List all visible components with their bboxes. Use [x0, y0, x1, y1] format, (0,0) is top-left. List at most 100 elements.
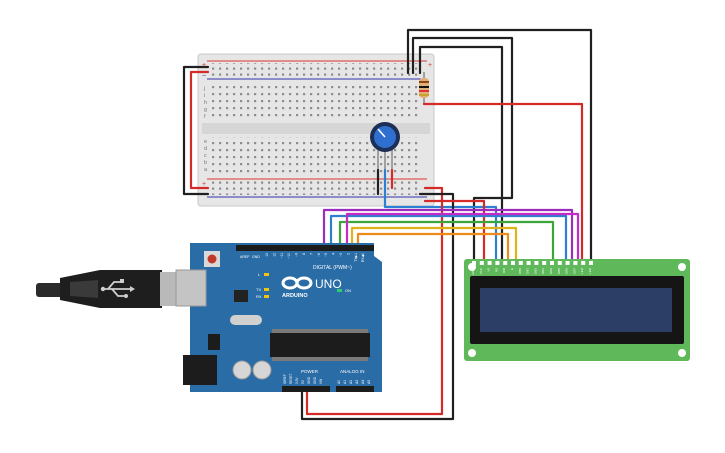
power-pin-label: GND	[313, 376, 317, 384]
rail-plus-sign-top-right: +	[428, 62, 432, 69]
digital-pin-label: RX◀0	[361, 253, 365, 262]
power-pin-label: RESET	[289, 373, 293, 384]
lcd-pin[interactable]	[479, 261, 484, 265]
usb-cable-strain-relief	[36, 283, 66, 297]
digital-pin-label: ~5	[324, 253, 328, 257]
lcd-mount-hole-tr	[678, 263, 686, 271]
rx-led-label: RX	[256, 294, 262, 299]
lcd-pin[interactable]	[550, 261, 554, 265]
power-pin-label: IOREF	[283, 374, 287, 384]
lcd-mount-hole-bl	[468, 349, 476, 357]
lcd-pin[interactable]	[503, 261, 508, 265]
usb-plug-grip	[70, 280, 98, 298]
lcd-pin[interactable]	[589, 261, 593, 265]
digital-pin-label: ~6	[317, 253, 321, 257]
row-letter-g: g	[204, 107, 207, 113]
wire-left-gnd-rail-link	[182, 65, 210, 196]
reset-button-cap[interactable]	[207, 254, 217, 264]
lcd-pin[interactable]	[487, 261, 492, 265]
top-terminal-strip	[212, 84, 422, 120]
l-led-label: L	[258, 272, 261, 277]
row-letter-i: i	[204, 93, 205, 99]
row-letter-h: h	[204, 100, 207, 106]
wire-d3-db6	[350, 226, 518, 264]
lcd-mount-hole-br	[678, 349, 686, 357]
rail-minus-sign-top: −	[202, 73, 206, 80]
lcd-pin-label: RS	[494, 268, 498, 272]
bottom-power-rail	[212, 181, 422, 195]
wire-d11-e	[329, 214, 568, 264]
wire-d5-db4	[338, 220, 555, 264]
lcd-pin[interactable]	[534, 261, 539, 265]
wire-5v-to-arduino	[305, 186, 444, 416]
on-led	[337, 289, 342, 292]
digital-pin-label: ~3	[339, 253, 343, 257]
on-led-label: ON	[345, 288, 351, 293]
row-letter-j: j	[203, 86, 205, 92]
digital-pin-label: ~11	[280, 253, 284, 259]
power-label: POWER	[301, 369, 319, 374]
lcd-pin-label: DB3	[541, 268, 545, 274]
capacitor-2	[252, 360, 272, 380]
wire-d4-db5	[345, 212, 580, 264]
power-header	[282, 386, 330, 392]
crystal	[230, 315, 262, 325]
wire-d12-rs	[322, 208, 574, 264]
digital-header	[236, 245, 374, 251]
chip-pins-bottom	[272, 357, 368, 361]
lcd-pin[interactable]	[542, 261, 547, 265]
wire-left-5v-rail-link	[189, 70, 210, 190]
aref-label: AREF	[240, 255, 250, 259]
analog-pin-label: A4	[361, 380, 365, 384]
lcd-pin-label: DB1	[526, 268, 530, 274]
arduino-logo-icon	[281, 276, 313, 290]
analog-header	[336, 386, 374, 392]
center-trench	[202, 123, 430, 134]
row-letter-b: b	[204, 160, 207, 166]
power-jack	[183, 355, 217, 385]
row-letter-d: d	[204, 146, 207, 152]
potentiometer[interactable]	[370, 122, 400, 170]
lcd-pin[interactable]	[573, 261, 578, 265]
lcd-pin[interactable]	[526, 261, 531, 265]
lcd-pin[interactable]	[518, 261, 523, 265]
lcd-screen	[480, 288, 672, 332]
lcd-pin-label: DB5	[557, 268, 561, 274]
lcd-pin[interactable]	[472, 261, 476, 265]
lcd-pin[interactable]	[511, 261, 515, 265]
analog-pin-label: A5	[367, 380, 371, 384]
digital-pin-label: ~9	[295, 253, 299, 257]
digital-pin-label: 2	[346, 253, 350, 255]
digital-pin-label: 13	[265, 253, 269, 257]
uno-logo-text: UNO	[315, 277, 342, 291]
lcd-pin-label: V0	[487, 268, 491, 272]
row-letter-c: c	[204, 153, 207, 159]
digital-label: DIGITAL (PWM~)	[313, 265, 352, 271]
analog-in-label: ANALOG IN	[340, 369, 365, 374]
row-letter-a: a	[204, 167, 208, 173]
analog-pin-label: A1	[343, 380, 347, 384]
arduino-uno[interactable]: AREF GND DIGITAL (PWM~) UNO ARDUINO L TX…	[175, 243, 382, 392]
lcd-pin[interactable]	[581, 261, 586, 265]
lcd-pin-label: DB0	[518, 268, 522, 274]
lcd-pin-label: GND	[471, 267, 475, 275]
potentiometer-indicator	[377, 128, 386, 138]
resistor[interactable]	[419, 72, 429, 104]
digital-pin-label: 7	[309, 253, 313, 255]
digital-pin-label: 12	[272, 253, 276, 257]
digital-pin-label: 4	[332, 253, 336, 255]
arduino-brand-text: ARDUINO	[282, 293, 308, 299]
icsp-header	[208, 334, 220, 350]
tx-led	[264, 288, 269, 291]
lcd-pin-label: RW	[502, 268, 506, 273]
breadboard: + − + + − j i h g f e d c b a	[197, 53, 435, 207]
lcd-pin[interactable]	[495, 261, 500, 265]
lcd-pin-label: DB4	[549, 268, 553, 274]
lcd-pin[interactable]	[557, 261, 562, 265]
l-led	[264, 273, 269, 276]
lcd-pin[interactable]	[565, 261, 570, 265]
microcontroller-chip	[270, 333, 370, 357]
top-power-rail	[212, 63, 422, 77]
